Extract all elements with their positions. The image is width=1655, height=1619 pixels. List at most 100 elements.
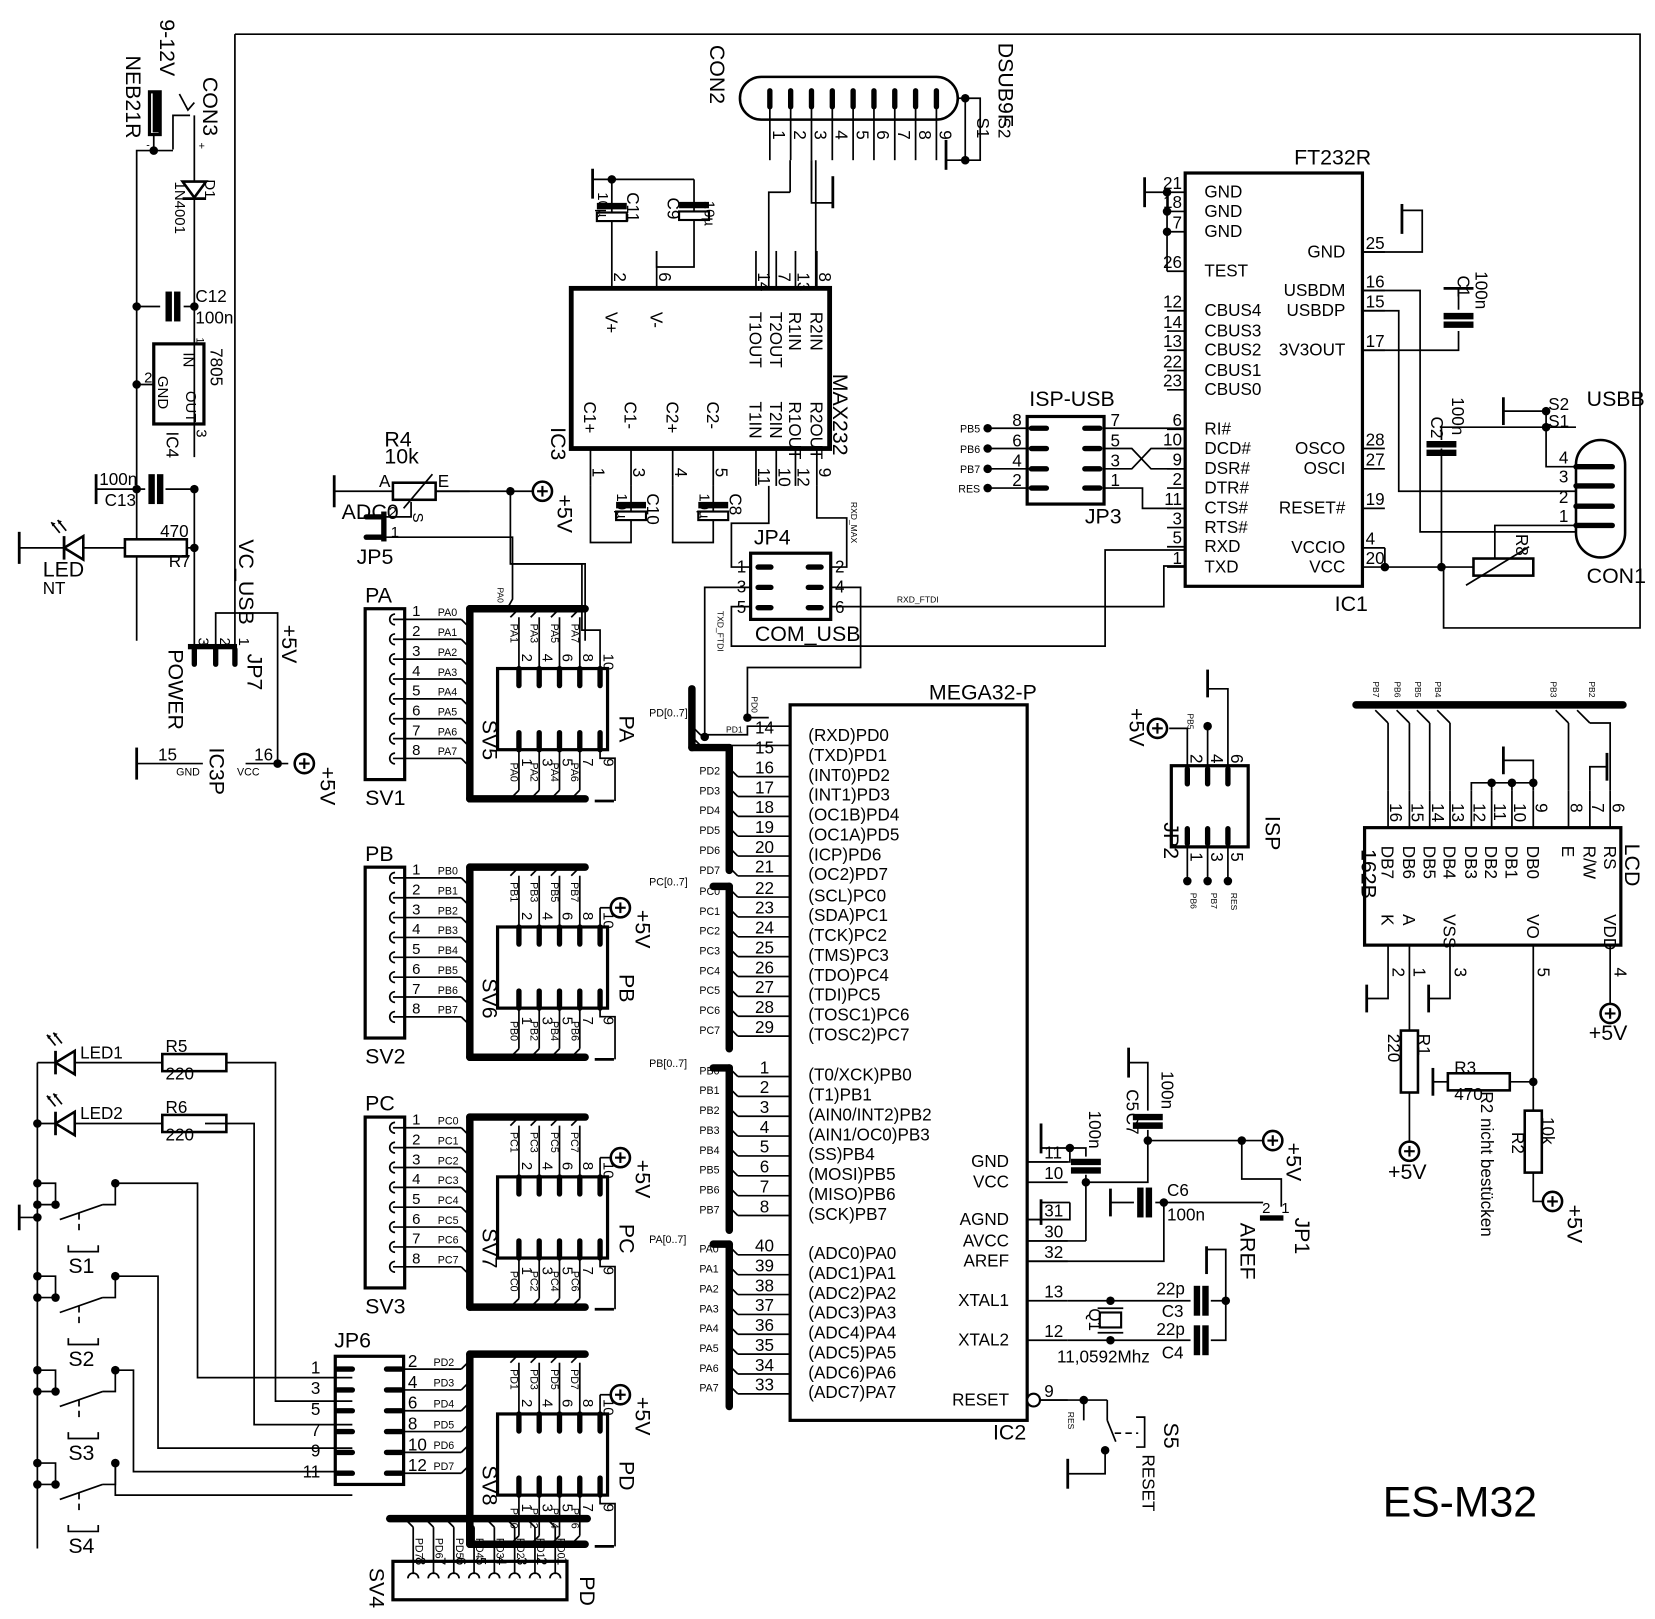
vcc-circle — [609, 896, 632, 919]
r4-pin-e: E — [438, 472, 449, 491]
jp3-pin-number: 8 — [1012, 411, 1021, 430]
wire — [1169, 727, 1189, 766]
bus-entry — [728, 967, 739, 978]
dsub-pin-label: 3 — [811, 130, 830, 140]
ft232-pin-name: GND — [1204, 183, 1242, 202]
junction-dot — [51, 1200, 60, 1209]
socket-pin — [388, 1181, 406, 1194]
header-ref-label: SV7 — [478, 1228, 502, 1268]
single-header-net-label: PB1 — [438, 886, 458, 898]
r2-note-label: R2 nicht bestücken — [1477, 1091, 1496, 1236]
ft232-pin-name: VCCIO — [1291, 538, 1345, 557]
c4-ref-label: C4 — [1162, 1343, 1184, 1362]
lcd-pin-number: 7 — [1588, 803, 1607, 813]
max232-pin-number: 13 — [794, 272, 813, 291]
single-header-pin-number: 6 — [412, 961, 420, 978]
mega-net-label: PD2 — [699, 765, 720, 777]
mega-pin-name: (ICP)PD6 — [808, 845, 881, 864]
jp1-ref-label: JP1 — [1290, 1217, 1314, 1254]
socket-pin — [388, 652, 406, 666]
led-ref-label: LED2 — [80, 1104, 123, 1123]
max232-pin-number: 11 — [754, 468, 773, 486]
lcd-pin-label: DB7 — [1378, 846, 1397, 879]
mega-bus-label: PA[0..7] — [649, 1234, 686, 1246]
mega-pin-number: 24 — [755, 919, 774, 938]
header-ref-label: SV8 — [478, 1465, 502, 1505]
header-net-label: PA1 — [507, 624, 519, 643]
max232-box — [568, 285, 833, 451]
r4-pin-a: A — [379, 472, 391, 491]
c13-ref-label: C13 — [105, 491, 136, 510]
bus-entry — [509, 1353, 520, 1364]
r4-value-label: 10k — [384, 444, 419, 468]
ft232-pin-number: 2 — [1172, 470, 1181, 489]
mega-net-label: PC7 — [699, 1025, 720, 1037]
wire — [115, 1369, 353, 1473]
junction-dot — [132, 484, 141, 494]
max232-pin-number: 1 — [589, 468, 608, 478]
jp6-pin-number: 4 — [408, 1373, 417, 1392]
ft232-pin-name: RESET# — [1279, 499, 1346, 518]
socket-pin — [388, 752, 406, 765]
c13-value-label: 100n — [99, 470, 137, 489]
mega-right-pin-number: 12 — [1044, 1322, 1063, 1341]
ft232-box — [1183, 171, 1365, 588]
header-2x5-PC — [495, 1175, 610, 1260]
bus-entry — [460, 936, 471, 947]
bus-entry — [530, 866, 540, 877]
bus-entry — [728, 1146, 739, 1157]
socket-pin — [388, 1240, 406, 1254]
mega-pin-name: (TOSC2)PC7 — [808, 1025, 909, 1044]
switch-button — [1136, 1416, 1146, 1448]
bus-entry — [530, 1298, 540, 1308]
led-light-icon — [53, 1093, 58, 1098]
max232-pin-label: V+ — [601, 312, 620, 333]
reg-in-label: IN — [180, 352, 197, 367]
mega-pin-name: (TXD)PD1 — [808, 746, 887, 765]
socket-pin — [388, 692, 406, 706]
jp3-pin-number: 6 — [1012, 431, 1021, 450]
vcc-circle — [1146, 717, 1169, 740]
jp4-ref-label: JP4 — [754, 526, 791, 550]
bus-entry — [570, 1535, 581, 1545]
lcd-net-label: PB3 — [1548, 681, 1558, 697]
jp6-pin-number: 5 — [311, 1400, 320, 1419]
pd1-net: PD1 — [726, 725, 743, 735]
sv4-header — [391, 1559, 569, 1602]
mega-net-label: PD4 — [699, 805, 720, 817]
bus-entry — [460, 956, 471, 967]
bus-entry — [509, 1298, 520, 1308]
lcd-bottom-pin-label: VO — [1523, 914, 1542, 939]
mega-pin-name: (ADC5)PA5 — [808, 1343, 896, 1362]
usb-vcc-wire — [234, 33, 1641, 629]
bus-entry — [509, 1048, 520, 1058]
mega-right-pin-number: 32 — [1044, 1243, 1063, 1262]
jack-contact — [172, 114, 191, 150]
mega-net-label: PB3 — [699, 1125, 719, 1137]
wire — [1039, 1399, 1085, 1421]
vcc-label: +5V — [1282, 1143, 1306, 1182]
bus-entry — [460, 678, 471, 689]
ft232-pin-name: GND — [1204, 222, 1242, 241]
pa0-net-label: PA0 — [496, 587, 506, 603]
single-header-net-label: PC6 — [438, 1235, 459, 1247]
mega-right-pin-name: GND — [971, 1152, 1009, 1171]
jp6-net-label: PD3 — [434, 1378, 455, 1390]
bus-entry — [460, 1380, 471, 1391]
bus-entry — [728, 887, 739, 898]
mega-net-label: PA3 — [699, 1303, 718, 1315]
max232-pin-label: T2IN — [766, 402, 785, 439]
wire — [1027, 1147, 1071, 1163]
vcc-circle — [609, 1146, 632, 1169]
jp6-pin-number: 1 — [311, 1358, 320, 1377]
max232-pin-number: 7 — [774, 272, 793, 282]
single-header-pin-number: 4 — [412, 921, 420, 938]
plus5v-label: +5V — [277, 625, 301, 664]
bus-entry — [530, 1116, 540, 1127]
header-net-label: PD5 — [548, 1369, 560, 1390]
jack-minus-label: - — [146, 139, 150, 151]
max232-ref-label: IC3 — [546, 427, 570, 460]
bus-entry — [444, 1518, 455, 1528]
max232-pin-label: T1OUT — [746, 312, 765, 369]
led-ref-label: LED1 — [80, 1043, 123, 1062]
